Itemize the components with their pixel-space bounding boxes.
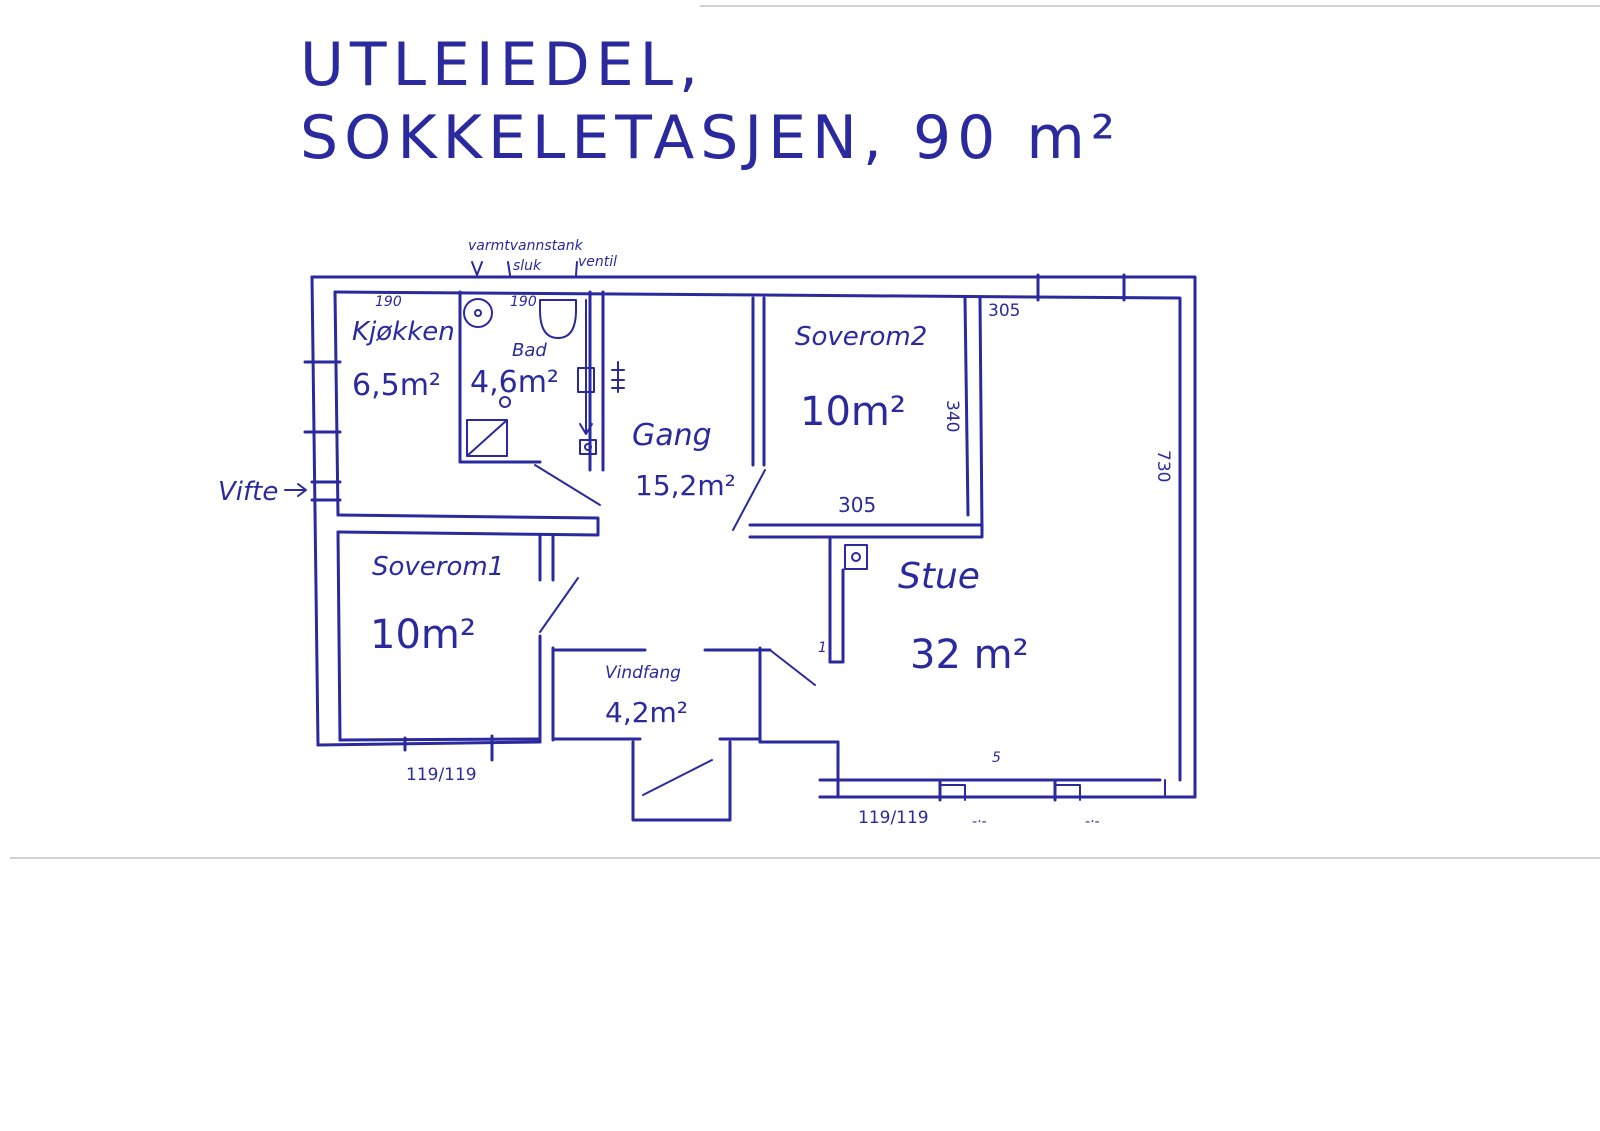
valve-icon: [579, 439, 597, 455]
dim-kjokken-width: 190: [375, 294, 402, 310]
dim-soverom2-bottom: 305: [838, 493, 876, 517]
label-vifte: Vifte: [218, 477, 278, 507]
toilet-icon: [539, 299, 577, 339]
bathroom-fixtures: [463, 298, 625, 457]
room-bad-area: 4,6m²: [470, 365, 559, 400]
title-line-2: SOKKELETASJEN, 90 m²: [300, 103, 1121, 173]
dim-window-tick-1: -·-: [972, 814, 987, 830]
room-soverom1-name: Soverom1: [372, 552, 504, 582]
stue-mark: 1: [818, 640, 827, 656]
room-soverom2-name: Soverom2: [795, 322, 927, 352]
room-soverom1-area: 10m²: [370, 612, 476, 658]
room-gang-name: Gang: [632, 418, 712, 453]
outer-walls: [310, 275, 1197, 799]
room-soverom2-area: 10m²: [800, 389, 906, 435]
label-tank: varmtvannstank: [468, 238, 584, 254]
dim-window-right: 119/119: [858, 808, 929, 828]
interior-walls: [336, 290, 984, 822]
dim-bad-width: 190: [510, 294, 537, 310]
water-heater-icon: [463, 298, 493, 328]
room-bad-name: Bad: [512, 340, 547, 361]
room-gang-area: 15,2m²: [635, 469, 736, 502]
room-kjokken-area: 6,5m²: [352, 368, 441, 403]
room-kjokken-name: Kjøkken: [352, 317, 455, 347]
dim-stue-side: 730: [1153, 450, 1173, 482]
annotation-arrows: [284, 261, 578, 497]
title-line-1: UTLEIEDEL,: [300, 30, 704, 100]
dim-window-tick-2: -·-: [1085, 814, 1100, 830]
room-vindfang-name: Vindfang: [605, 663, 681, 683]
room-stue-area: 32 m²: [910, 632, 1029, 678]
room-stue-name: Stue: [898, 556, 980, 597]
stove-icon: [844, 544, 868, 570]
dim-soverom2-top: 305: [988, 301, 1020, 321]
dim-window-mark: 5: [992, 750, 1001, 766]
dim-window-left: 119/119: [406, 765, 477, 785]
label-sluk: sluk: [513, 258, 542, 274]
label-ventil: ventil: [578, 254, 617, 270]
drain-icon: [499, 396, 511, 408]
shower-icon: [466, 419, 508, 457]
room-vindfang-area: 4,2m²: [605, 696, 688, 729]
window-marks: [303, 273, 1166, 802]
dim-soverom2-side: 340: [942, 400, 962, 432]
